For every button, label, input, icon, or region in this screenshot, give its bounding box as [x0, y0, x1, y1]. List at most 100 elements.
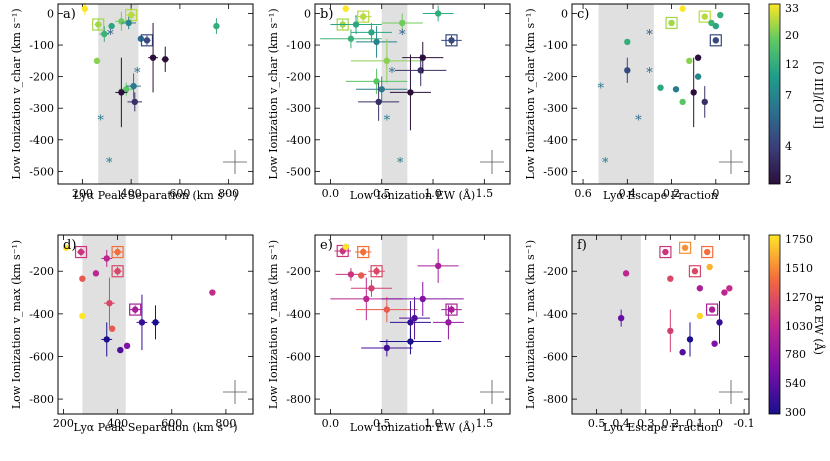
- shaded-region: [381, 235, 408, 414]
- x-tick-label: 800: [218, 187, 239, 200]
- data-point: [363, 295, 370, 303]
- colorbar-top-tick: 2: [785, 173, 792, 186]
- data-point: [383, 57, 391, 65]
- y-tick-label: -200: [29, 265, 54, 278]
- upper-limit-marker: *: [635, 113, 642, 128]
- y-tick-label: -300: [543, 102, 568, 115]
- panel-label: d): [63, 238, 76, 253]
- highlight-box: [445, 34, 458, 47]
- highlight-box: [665, 16, 678, 30]
- highlight-box: [698, 10, 711, 23]
- x-tick-label: 0.3: [637, 417, 655, 430]
- highlight-box: [111, 265, 124, 278]
- data-point: [679, 98, 686, 106]
- data-point: [131, 98, 138, 106]
- colorbar-bottom-label: Hα EW (Å): [812, 295, 826, 355]
- data-point: [114, 268, 121, 275]
- y-tick-label: -500: [286, 165, 311, 178]
- y-tick-label: -500: [29, 165, 54, 178]
- data-point: [143, 37, 151, 44]
- data-point: [342, 5, 349, 12]
- data-point: [399, 19, 406, 27]
- data-point: [679, 349, 686, 356]
- data-point: [721, 289, 728, 296]
- upper-limit-marker: *: [397, 156, 404, 171]
- data-point: [622, 270, 630, 277]
- highlight-box: [701, 245, 714, 259]
- y-axis-label: Low Ionization v_max (km s⁻¹): [524, 240, 537, 409]
- data-point: [657, 84, 664, 91]
- x-axis-label: Lyα Escape Fraction: [603, 421, 718, 434]
- y-tick-label: -800: [543, 393, 568, 406]
- data-point: [123, 86, 130, 93]
- data-point: [92, 270, 100, 277]
- data-point: [694, 73, 702, 80]
- highlight-box: [709, 34, 722, 47]
- colorbar-bottom-tick: 780: [785, 348, 806, 361]
- data-point: [667, 275, 674, 282]
- data-point: [624, 38, 631, 46]
- x-tick-label: 1.5: [476, 417, 494, 430]
- x-tick-label: 1.0: [424, 187, 442, 200]
- data-point: [347, 271, 355, 278]
- data-point: [108, 325, 116, 332]
- data-point: [342, 243, 349, 250]
- data-point: [704, 248, 711, 256]
- data-point: [81, 5, 89, 12]
- data-point: [407, 338, 414, 345]
- x-tick-label: 400: [107, 417, 128, 430]
- data-point: [117, 346, 124, 354]
- x-tick-label: 200: [72, 187, 93, 200]
- y-tick-label: -100: [543, 39, 568, 52]
- data-point: [711, 340, 718, 347]
- data-point: [373, 268, 380, 275]
- upper-limit-marker: *: [389, 66, 396, 81]
- data-point: [79, 275, 86, 282]
- colorbar-top-tick: 7: [785, 89, 792, 102]
- data-point: [131, 306, 139, 313]
- data-point: [716, 319, 723, 326]
- highlight-box: [92, 18, 105, 31]
- highlight-box: [445, 303, 458, 316]
- data-point: [679, 5, 686, 12]
- panel-label: f): [577, 238, 587, 253]
- upper-limit-marker: *: [399, 28, 406, 43]
- data-point: [138, 319, 146, 326]
- y-tick-label: -200: [543, 71, 568, 84]
- plot-frame: [314, 234, 511, 415]
- x-tick-label: 0: [716, 417, 723, 430]
- data-point: [103, 255, 110, 262]
- x-tick-label: 1.5: [476, 187, 494, 200]
- data-point: [624, 67, 631, 74]
- colorbar-bottom-tick: 540: [785, 377, 806, 390]
- highlight-box: [659, 245, 672, 259]
- data-point: [152, 319, 159, 326]
- data-point: [373, 38, 380, 46]
- data-point: [686, 336, 694, 343]
- x-axis-label: Lyα Peak Separation (km s⁻¹): [73, 189, 237, 202]
- data-point: [681, 244, 689, 251]
- y-axis-label: Low Ionization v_max (km s⁻¹): [10, 240, 23, 409]
- y-tick-label: -800: [29, 393, 54, 406]
- data-point: [77, 248, 85, 256]
- plot-frame: [571, 234, 750, 415]
- highlight-box: [140, 34, 154, 47]
- panel-label: c): [577, 7, 589, 22]
- plot-frame: [57, 3, 254, 185]
- x-axis-label: Lyα Escape Fraction: [603, 189, 718, 202]
- data-point: [411, 314, 418, 322]
- x-axis-label: Low Ionization EW (Å): [350, 420, 475, 434]
- plot-frame: [571, 3, 750, 185]
- x-tick-label: 0.0: [322, 417, 340, 430]
- data-point: [130, 82, 137, 90]
- x-tick-label: 0.2: [663, 187, 681, 200]
- data-point: [701, 13, 708, 20]
- data-point: [691, 268, 699, 275]
- y-tick-label: 0: [561, 7, 568, 20]
- colorbar-bottom-tick: 1030: [785, 320, 813, 333]
- y-axis-label: Low Ionization v_max (km s⁻¹): [267, 240, 280, 409]
